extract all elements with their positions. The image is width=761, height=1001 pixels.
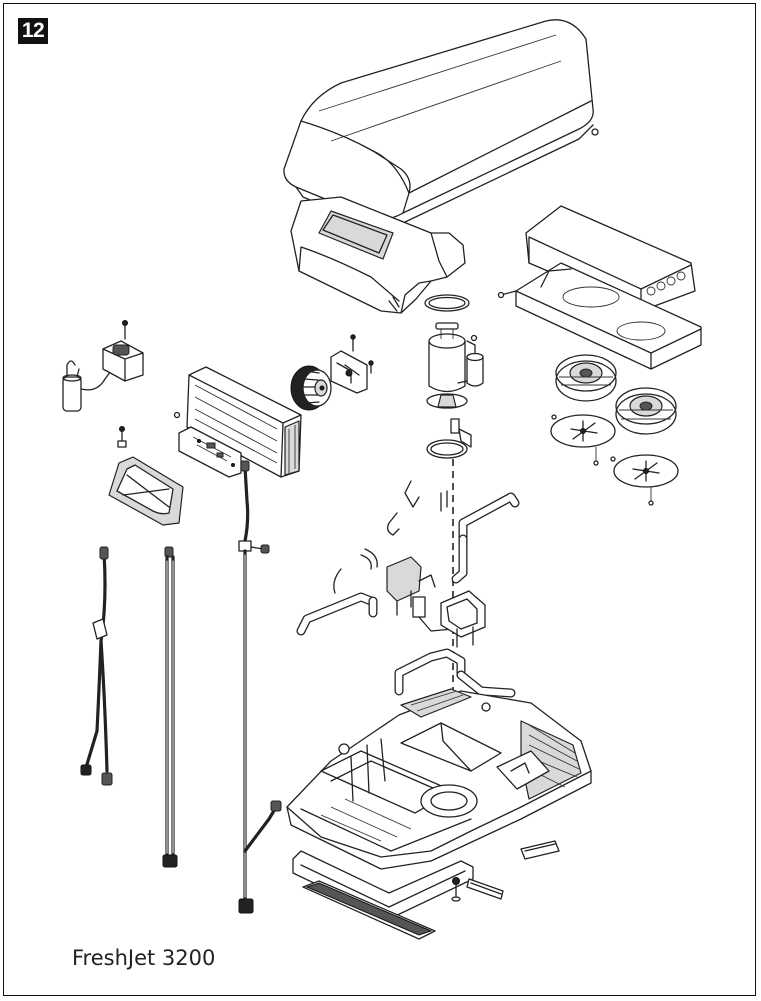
compressor-mount [427, 419, 471, 458]
figure-number-badge: 12 [18, 18, 48, 44]
base-pan [287, 689, 591, 869]
bottom-gasket [303, 881, 435, 939]
fastener-screw [452, 878, 460, 902]
control-panel-shell [291, 197, 465, 313]
seal-strip-1 [521, 841, 559, 859]
compressor [427, 323, 483, 408]
electronics-housing [499, 206, 702, 369]
seal-strip-2 [467, 879, 503, 899]
capacitor [63, 361, 111, 411]
wiring-harness-1 [81, 547, 112, 785]
diagram-frame: 12 [3, 3, 756, 996]
control-board [179, 427, 241, 477]
evaporator-coil [175, 367, 302, 477]
top-cover [284, 20, 598, 228]
exploded-view-illustration [4, 4, 757, 997]
relay [103, 321, 143, 382]
wiring-harness-3 [239, 461, 281, 913]
blower-wheel [291, 366, 331, 410]
mounting-bracket [109, 427, 183, 526]
fan-mount-plate-right [611, 455, 678, 505]
compressor-ring [425, 295, 469, 311]
wiring-harness-2 [163, 547, 177, 867]
refrigerant-pipes [301, 481, 515, 647]
blower-mount-plate [331, 335, 373, 393]
fan-mount-plate-left [551, 415, 615, 465]
model-caption: FreshJet 3200 [72, 946, 216, 970]
condenser-fan-lower [616, 388, 676, 434]
condenser-fan-upper [556, 355, 616, 401]
